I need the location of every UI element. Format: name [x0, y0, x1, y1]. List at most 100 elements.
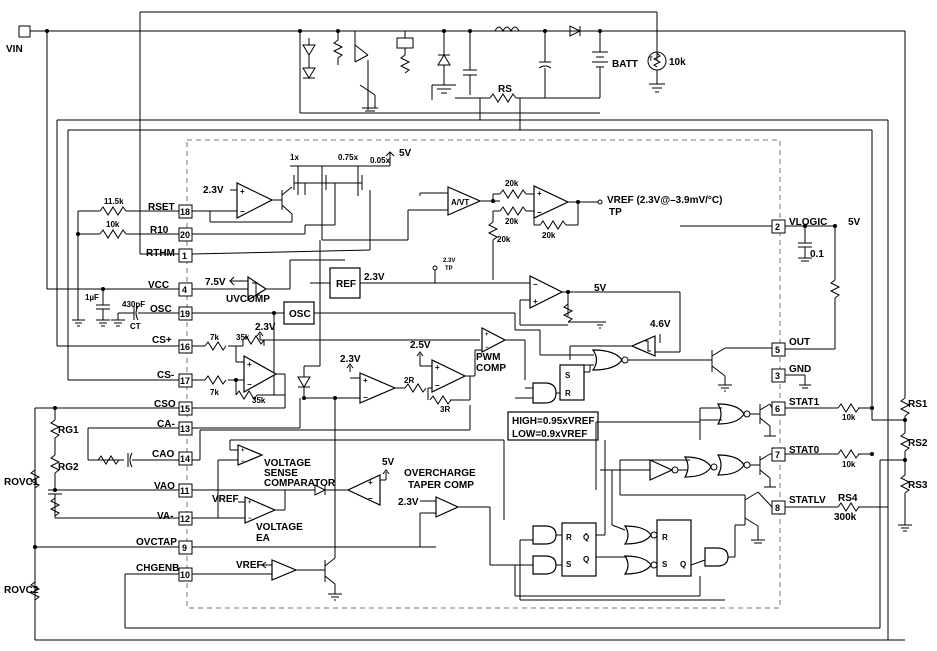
svg-text:+: +	[485, 332, 489, 338]
v5-label-3: 5V	[382, 457, 395, 468]
rs2-label: RS2	[908, 438, 928, 449]
voltage-sense-comparator	[237, 444, 264, 466]
pin-20-name: R10	[150, 225, 169, 236]
pwm-latch	[559, 364, 585, 401]
comp-label: COMP	[476, 363, 506, 374]
svg-text:15: 15	[180, 404, 190, 414]
svg-text:−: −	[435, 381, 440, 390]
pwm-comparator	[481, 327, 507, 353]
svg-text:2R: 2R	[404, 376, 414, 385]
ref-section: 7.5V UVCOMP REF 2.3V 2.3V TP − + 5V OSC	[192, 258, 680, 395]
svg-text:3R: 3R	[440, 405, 450, 414]
rovc1-resistor	[29, 469, 41, 489]
pwm-label: PWM	[476, 352, 500, 363]
current-mirror: 2.3V + − 1x 0.75x 0.05x 5V	[191, 148, 722, 280]
ct-label: CT	[130, 322, 141, 331]
sr-latch-2	[656, 519, 692, 577]
svg-text:9: 9	[182, 543, 187, 553]
avt-label: A/VT	[451, 198, 469, 207]
svg-text:Q: Q	[583, 555, 589, 564]
svg-text:17: 17	[180, 376, 190, 386]
svg-text:+: +	[248, 500, 252, 506]
svg-text:3: 3	[775, 371, 780, 381]
junctions	[33, 29, 907, 549]
vsense-label-2: SENSE	[264, 468, 298, 479]
svg-text:20k: 20k	[505, 217, 519, 226]
svg-text:8: 8	[775, 503, 780, 513]
svg-text:+: +	[247, 360, 252, 369]
svg-text:6: 6	[775, 404, 780, 414]
overcharge-comparator	[435, 496, 460, 518]
svg-text:R: R	[565, 389, 571, 398]
pin-12-name: VA-	[157, 511, 173, 522]
vref-amplifier	[533, 185, 570, 219]
svg-text:+: +	[363, 376, 368, 385]
svg-text:35k: 35k	[252, 396, 266, 405]
svg-text:+: +	[435, 363, 440, 372]
rg2-label: RG2	[58, 462, 79, 473]
tp-label: TP	[609, 207, 622, 218]
v23-label-1: 2.3V	[203, 185, 224, 196]
svg-text:19: 19	[180, 309, 190, 319]
rovc2-resistor	[29, 581, 41, 601]
svg-text:14: 14	[180, 454, 190, 464]
r-10k-label: 10k	[106, 220, 120, 229]
vsense-label-3: COMPARATOR	[264, 478, 336, 489]
rg1-label: RG1	[58, 425, 79, 436]
and-gate-1	[532, 382, 557, 404]
svg-text:+: +	[537, 189, 542, 198]
pin-14	[178, 451, 193, 466]
vea-label-1: VOLTAGE	[256, 522, 303, 533]
svg-text:7: 7	[775, 450, 780, 460]
pin-8-name: STATLV	[789, 495, 826, 506]
svg-text:−: −	[247, 380, 252, 389]
mirror-1x: 1x	[290, 153, 299, 162]
svg-text:+: +	[240, 187, 245, 196]
v46-comparator	[630, 335, 656, 357]
high-threshold: HIGH=0.95xVREF	[512, 416, 595, 427]
svg-text:20k: 20k	[497, 235, 511, 244]
pin-2-name: VLOGIC	[789, 217, 827, 228]
svg-text:−: −	[241, 459, 245, 465]
svg-text:7k: 7k	[210, 388, 219, 397]
svg-text:S: S	[565, 371, 571, 380]
power-stage: VIN	[6, 11, 906, 505]
threshold-box	[507, 411, 599, 441]
ca-amplifier	[359, 372, 397, 404]
svg-text:−: −	[485, 345, 489, 351]
div-amplifier	[431, 359, 467, 393]
sr-latch-1	[561, 522, 597, 577]
ref-block	[329, 267, 361, 299]
svg-text:+: +	[241, 448, 245, 454]
rg1-resistor	[49, 419, 61, 439]
pin-13-name: CA-	[157, 419, 175, 430]
left-external: 11.5k 10k 1µF 430pF CT	[4, 120, 905, 641]
svg-text:35k: 35k	[236, 333, 250, 342]
svg-text:TP: TP	[445, 266, 453, 272]
rs1-resistor	[899, 397, 911, 417]
rs1-label: RS1	[908, 399, 928, 410]
r-300k-label: 300k	[834, 512, 857, 523]
vea-label-2: EA	[256, 533, 270, 544]
rs-divider: RS1 RS2 RS3	[872, 395, 928, 640]
v5-regulator	[529, 275, 564, 309]
taper-label: TAPER COMP	[408, 480, 474, 491]
current-error-amp: 2.3V + − 2R + − 2.5V 3R	[192, 240, 482, 500]
svg-text:−: −	[533, 280, 538, 289]
svg-text:16: 16	[180, 342, 190, 352]
rs3-resistor	[899, 474, 911, 494]
voltage-ea	[244, 496, 277, 524]
svg-text:2.3V: 2.3V	[443, 258, 455, 264]
svg-text:−: −	[537, 208, 542, 217]
vref-tp-label: VREF (2.3V@–3.9mV/°C)	[607, 195, 722, 206]
pin-15-name: CSO	[154, 399, 176, 410]
svg-text:20: 20	[180, 230, 190, 240]
pin-3-name: GND	[789, 364, 811, 375]
pin-1	[178, 248, 193, 263]
uvcomp-label: UVCOMP	[226, 294, 270, 305]
svg-text:13: 13	[180, 424, 190, 434]
svg-text:−: −	[248, 516, 252, 522]
avt-amplifier	[447, 186, 482, 216]
osc-label: OSC	[289, 309, 311, 320]
